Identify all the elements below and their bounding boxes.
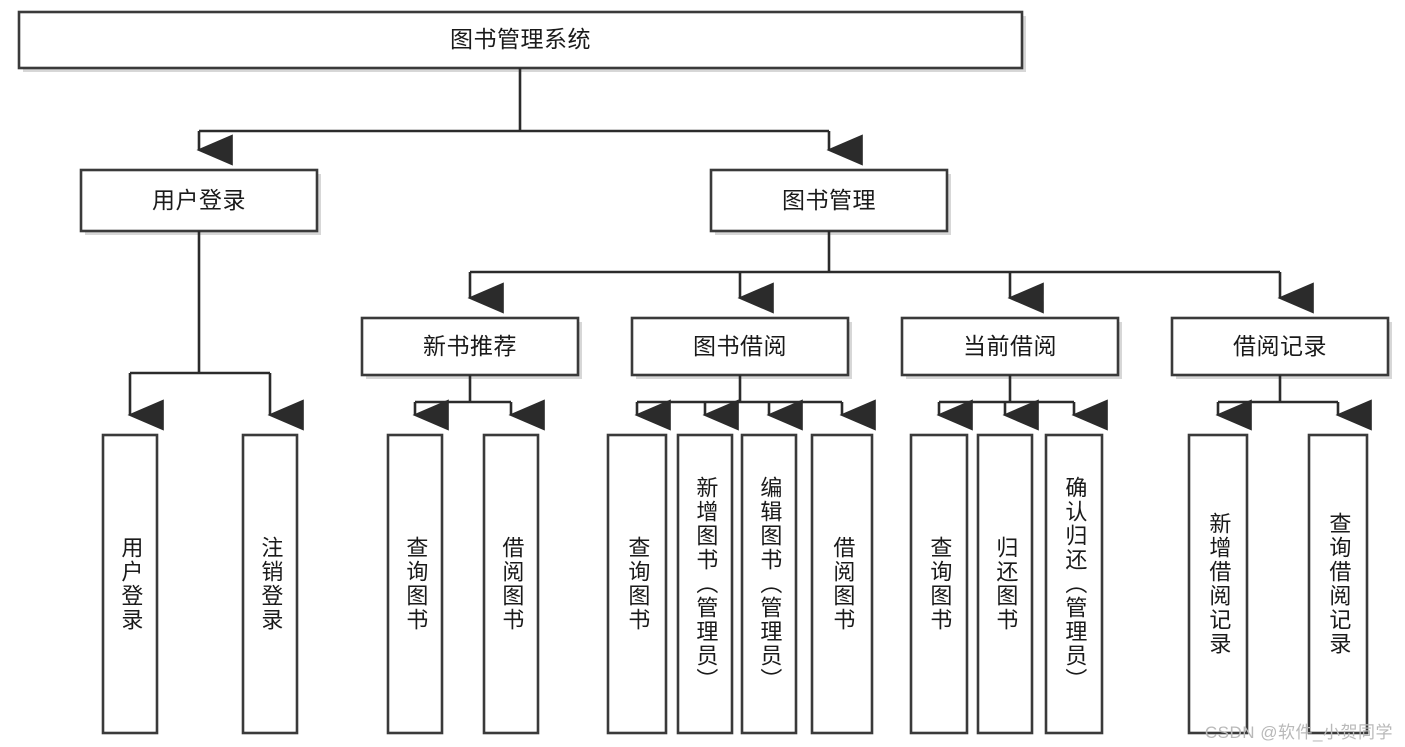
node-new-book-recommend[interactable] — [360, 316, 582, 379]
node-borrow-record[interactable] — [1170, 316, 1392, 379]
leaf-boxes — [101, 433, 1369, 735]
node-book-management[interactable] — [709, 168, 951, 235]
node-root[interactable] — [17, 10, 1026, 72]
connector-userlogin-to-leaves — [127, 231, 304, 431]
connector-borrowrecord-to-leaves — [1215, 375, 1372, 431]
connector-currentborrow-to-leaves — [936, 375, 1108, 431]
node-book-borrow[interactable] — [630, 316, 852, 379]
connector-newbook-to-leaves — [412, 375, 545, 431]
csdn-watermark: CSDN @软件_小贺同学 — [1204, 723, 1393, 742]
node-user-login[interactable] — [79, 168, 321, 235]
connector-bookmgmt-to-level3 — [467, 231, 1314, 314]
connector-bookborrow-to-leaves — [634, 375, 876, 431]
node-current-borrow[interactable] — [900, 316, 1122, 379]
connector-root-to-level2 — [196, 68, 863, 166]
